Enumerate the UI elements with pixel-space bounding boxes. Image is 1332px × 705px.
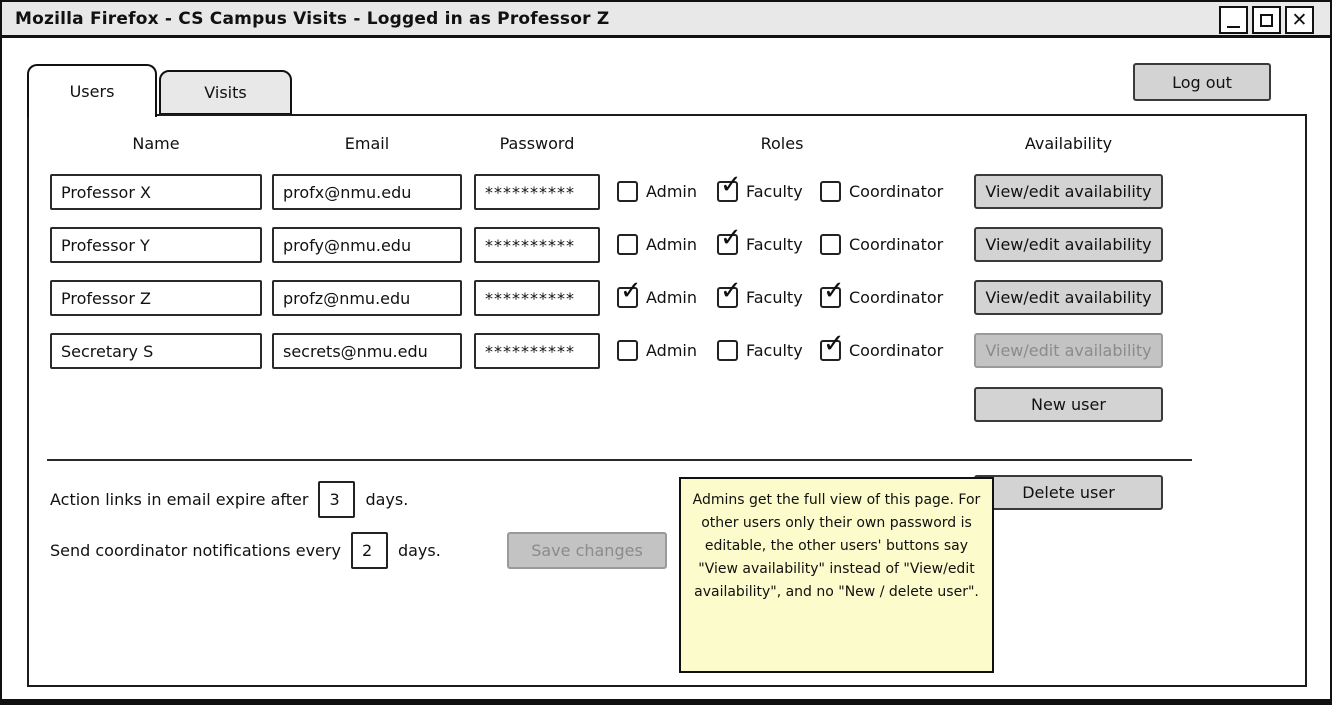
admin-checkbox[interactable]: ✓ Admin [617,278,697,308]
admin-checkbox-label: Admin [646,182,697,201]
save-changes-button[interactable]: Save changes [507,532,667,569]
faculty-checkbox-label: Faculty [746,235,803,254]
name-input[interactable] [50,174,262,210]
faculty-checkbox[interactable]: ✓ Faculty [717,278,803,308]
notification-days-input[interactable] [350,532,388,569]
availability-button[interactable]: View/edit availability [974,174,1163,209]
column-header-roles: Roles [760,134,804,153]
faculty-checkbox-label: Faculty [746,182,803,201]
expiry-setting: Action links in email expire after days. [50,481,408,518]
checkbox-box: ✓ [717,225,742,255]
faculty-checkbox-label: Faculty [746,341,803,360]
maximize-icon [1260,13,1273,27]
close-button[interactable]: ✕ [1285,6,1314,34]
coordinator-checkbox-label: Coordinator [849,235,944,254]
checkmark-icon: ✓ [823,329,845,359]
expiry-setting-prefix: Action links in email expire after [50,490,309,509]
password-input[interactable] [474,174,600,210]
admin-checkbox-label: Admin [646,235,697,254]
expiry-days-input[interactable] [318,481,356,518]
coordinator-checkbox-label: Coordinator [849,288,944,307]
checkbox-box: ✓ [820,331,845,361]
tab-users[interactable]: Users [27,64,157,117]
checkbox-box: ✓ [617,234,638,255]
tab-visits[interactable]: Visits [159,70,292,115]
user-row: ✓ Admin ✓ Faculty ✓ Coordinator View/edi… [2,225,1330,263]
notification-setting-suffix: days. [397,541,441,560]
checkbox-box: ✓ [617,340,638,361]
new-user-button[interactable]: New user [974,387,1163,422]
name-input[interactable] [50,333,262,369]
checkbox-box: ✓ [820,234,841,255]
coordinator-checkbox[interactable]: ✓ Coordinator [820,278,944,308]
logout-button[interactable]: Log out [1133,63,1271,101]
faculty-checkbox-label: Faculty [746,288,803,307]
checkbox-box: ✓ [820,181,841,202]
checkmark-icon: ✓ [720,170,742,200]
window-controls: ✕ [1219,6,1314,34]
user-row: ✓ Admin ✓ Faculty ✓ Coordinator View/edi… [2,331,1330,369]
column-header-password: Password [499,134,575,153]
users-panel [27,114,1307,687]
expiry-setting-suffix: days. [365,490,409,509]
column-header-email: Email [344,134,390,153]
coordinator-checkbox-label: Coordinator [849,182,944,201]
admin-note: Admins get the full view of this page. F… [679,477,994,673]
email-input[interactable] [272,227,462,263]
checkbox-box: ✓ [717,172,742,202]
availability-button[interactable]: View/edit availability [974,333,1163,368]
minimize-icon [1227,26,1240,28]
column-header-name: Name [132,134,180,153]
availability-button[interactable]: View/edit availability [974,280,1163,315]
checkbox-box: ✓ [617,181,638,202]
email-input[interactable] [272,280,462,316]
coordinator-checkbox[interactable]: ✓ Coordinator [820,331,944,361]
checkbox-box: ✓ [717,278,742,308]
maximize-button[interactable] [1252,6,1281,34]
email-input[interactable] [272,333,462,369]
tab-users-label: Users [69,82,115,101]
user-row: ✓ Admin ✓ Faculty ✓ Coordinator View/edi… [2,278,1330,316]
password-input[interactable] [474,333,600,369]
coordinator-checkbox-label: Coordinator [849,341,944,360]
column-header-availability: Availability [1024,134,1113,153]
notification-setting: Send coordinator notifications every day… [50,532,441,569]
checkmark-icon: ✓ [823,276,845,306]
window-title: Mozilla Firefox - CS Campus Visits - Log… [15,8,610,29]
faculty-checkbox[interactable]: ✓ Faculty [717,172,803,202]
section-divider [47,459,1192,461]
checkmark-icon: ✓ [720,223,742,253]
admin-checkbox-label: Admin [646,288,697,307]
faculty-checkbox[interactable]: ✓ Faculty [717,340,803,361]
admin-checkbox-label: Admin [646,341,697,360]
name-input[interactable] [50,227,262,263]
tab-visits-label: Visits [204,83,247,102]
checkbox-box: ✓ [820,278,845,308]
password-input[interactable] [474,227,600,263]
admin-checkbox[interactable]: ✓ Admin [617,181,697,202]
notification-setting-prefix: Send coordinator notifications every [50,541,341,560]
admin-checkbox[interactable]: ✓ Admin [617,340,697,361]
window-titlebar: Mozilla Firefox - CS Campus Visits - Log… [2,2,1330,38]
password-input[interactable] [474,280,600,316]
availability-button[interactable]: View/edit availability [974,227,1163,262]
faculty-checkbox[interactable]: ✓ Faculty [717,225,803,255]
coordinator-checkbox[interactable]: ✓ Coordinator [820,234,943,255]
coordinator-checkbox[interactable]: ✓ Coordinator [820,181,943,202]
minimize-button[interactable] [1219,6,1248,34]
admin-checkbox[interactable]: ✓ Admin [617,234,697,255]
email-input[interactable] [272,174,462,210]
checkbox-box: ✓ [617,278,642,308]
checkbox-box: ✓ [717,340,738,361]
name-input[interactable] [50,280,262,316]
checkmark-icon: ✓ [620,276,642,306]
close-icon: ✕ [1291,8,1308,31]
user-row: ✓ Admin ✓ Faculty ✓ Coordinator View/edi… [2,172,1330,210]
checkmark-icon: ✓ [720,276,742,306]
delete-user-button[interactable]: Delete user [974,475,1163,510]
